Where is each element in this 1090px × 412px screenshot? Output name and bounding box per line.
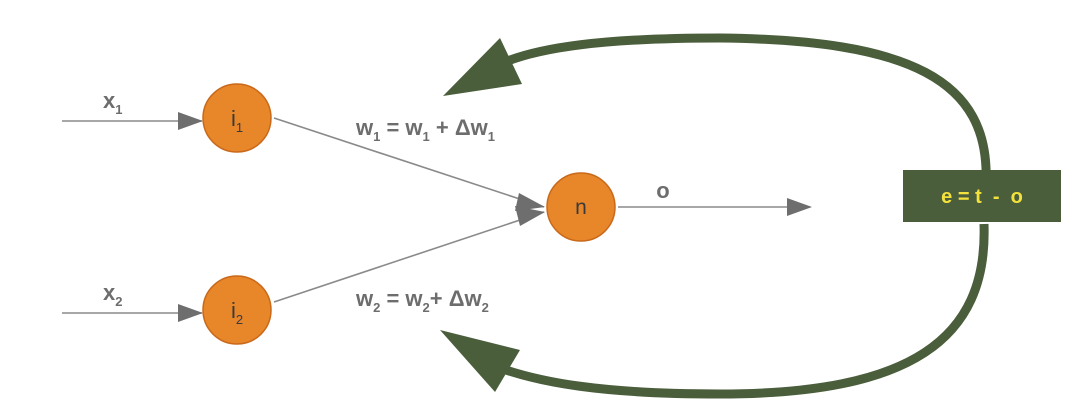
weight-update-w1: w1 = w1 + Δw1 — [355, 115, 495, 144]
error-box — [903, 170, 1061, 222]
feedback-arrowhead-top — [443, 38, 522, 96]
input-label-x1: x1 — [103, 88, 122, 117]
connection-i2-n — [273, 211, 545, 303]
connection-i1-n — [273, 117, 545, 208]
arrowhead-x1 — [178, 112, 203, 130]
node-label-i1: i1 — [231, 106, 243, 135]
neuron-node-n — [546, 172, 616, 242]
arrowhead-i2-n — [515, 206, 545, 226]
feedback-arc-top — [503, 33, 991, 183]
node-label-n: n — [575, 196, 587, 219]
arrowhead-output — [787, 198, 812, 216]
feedback-arrowhead-bottom — [440, 330, 520, 392]
input-node-i1 — [202, 83, 272, 153]
node-label-i2: i2 — [231, 298, 243, 327]
output-label: o — [656, 178, 669, 203]
input-label-x2: x2 — [103, 280, 122, 309]
weight-update-w2: w2 = w2+ Δw2 — [355, 286, 489, 315]
feedback-arc-bottom — [498, 223, 989, 399]
error-label: e = t - o — [941, 186, 1023, 208]
arrowhead-x2 — [178, 304, 203, 322]
arrowhead-i1-n — [515, 193, 545, 211]
input-node-i2 — [202, 275, 272, 345]
